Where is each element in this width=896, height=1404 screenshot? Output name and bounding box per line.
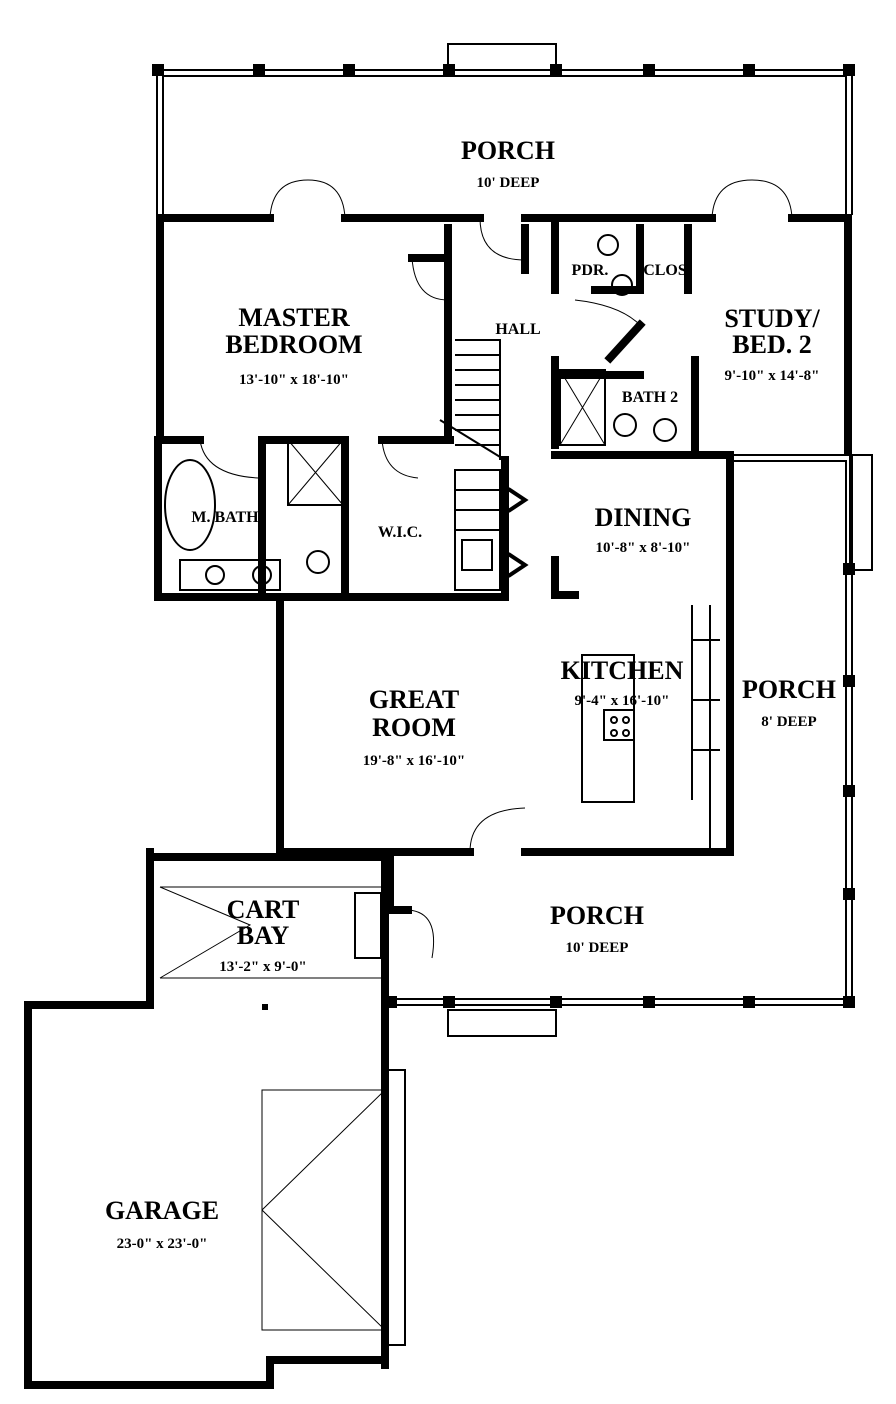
porch-front-label: PORCH (550, 901, 644, 930)
porch-side-dim: 8' DEEP (761, 714, 816, 730)
kitchen-label: KITCHEN (561, 656, 684, 685)
master-label-2: BEDROOM (225, 330, 362, 359)
cart-bay-dim: 13'-2" x 9'-0" (219, 959, 306, 975)
mbath-label: M. BATH (191, 509, 259, 526)
cart-bay-label-1: CART (227, 895, 300, 924)
fixtures (159, 234, 720, 1346)
great-room-dim: 19'-8" x 16'-10" (363, 753, 465, 769)
study-label-2: BED. 2 (732, 330, 811, 359)
kitchen-dim: 9'-4" x 16'-10" (575, 693, 670, 709)
great-room-label-2: ROOM (372, 713, 456, 742)
master-dim: 13'-10" x 18'-10" (239, 372, 349, 388)
porch-posts (152, 64, 855, 1008)
wic-label: W.I.C. (378, 524, 422, 541)
garage-label: GARAGE (105, 1196, 219, 1225)
stairs (439, 339, 529, 591)
bath2-label: BATH 2 (622, 389, 678, 406)
door-swings (199, 179, 793, 959)
porch-side-label: PORCH (742, 675, 836, 704)
porch-top-dim: 10' DEEP (477, 175, 540, 191)
master-label-1: MASTER (238, 303, 349, 332)
cart-bay-label-2: BAY (237, 921, 290, 950)
hall-label: HALL (495, 321, 540, 338)
study-label-1: STUDY/ (724, 304, 820, 333)
garage-dim: 23-0" x 23'-0" (117, 1236, 208, 1252)
great-room-label-1: GREAT (369, 685, 460, 714)
porch-top-label: PORCH (461, 136, 555, 165)
study-dim: 9'-10" x 14'-8" (725, 368, 820, 384)
clos-label: CLOS (643, 262, 687, 279)
pdr-label: PDR. (572, 262, 609, 279)
dining-dim: 10'-8" x 8'-10" (596, 540, 691, 556)
dining-label: DINING (595, 503, 692, 532)
porch-front-dim: 10' DEEP (566, 940, 629, 956)
